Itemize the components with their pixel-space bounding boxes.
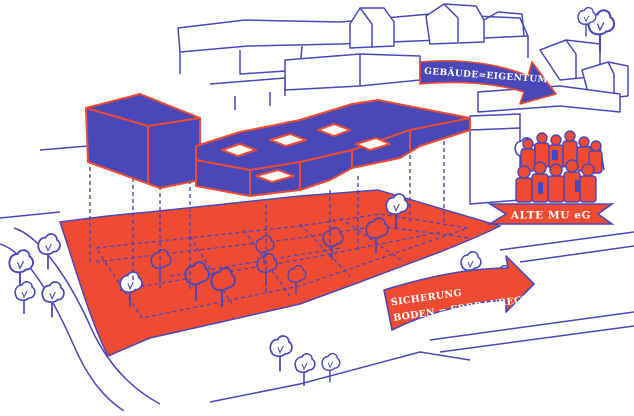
land-parcel — [59, 189, 503, 357]
group-of-people-icon — [515, 130, 603, 203]
land-security-arrow — [383, 255, 535, 331]
background-buildings — [0, 3, 634, 412]
plot-grid — [94, 213, 471, 319]
building-ownership-arrow — [419, 59, 557, 105]
projection-lines — [89, 134, 445, 294]
cooperative-label: ALTE MU eG — [510, 210, 591, 222]
cooperative-banner: ALTE MU eG — [487, 203, 615, 225]
building-volumes — [85, 93, 471, 197]
